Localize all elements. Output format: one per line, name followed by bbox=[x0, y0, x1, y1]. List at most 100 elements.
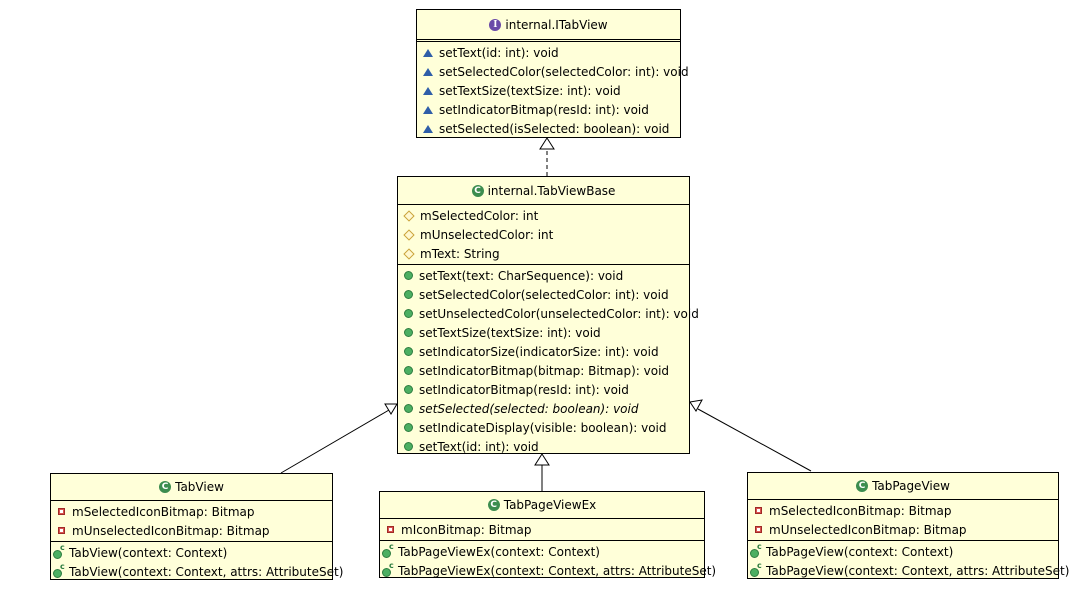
method-signature: setIndicatorBitmap(resId: int): void bbox=[419, 382, 629, 397]
attribute-row[interactable]: mText: String bbox=[398, 244, 689, 263]
attribute-signature: mUnselectedIconBitmap: Bitmap bbox=[72, 523, 270, 538]
class-box-tabviewbase[interactable]: C internal.TabViewBase mSelectedColor: i… bbox=[397, 176, 699, 457]
protected-field-icon bbox=[403, 228, 415, 241]
attribute-signature: mSelectedIconBitmap: Bitmap bbox=[72, 504, 255, 519]
method-row[interactable]: setIndicatorSize(indicatorSize: int): vo… bbox=[398, 342, 689, 361]
private-field-icon bbox=[755, 526, 762, 533]
method-signature: setIndicatorSize(indicatorSize: int): vo… bbox=[419, 344, 659, 359]
attribute-row[interactable]: mIconBitmap: Bitmap bbox=[380, 520, 704, 539]
method-signature: TabPageView(context: Context) bbox=[766, 544, 954, 559]
attributes-section: mSelectedIconBitmap: Bitmap mUnselectedI… bbox=[51, 501, 332, 542]
realization-arrowhead bbox=[539, 137, 555, 150]
method-signature: setUnselectedColor(unselectedColor: int)… bbox=[419, 306, 699, 321]
method-row[interactable]: setText(text: CharSequence): void bbox=[398, 266, 689, 285]
attribute-row[interactable]: mSelectedColor: int bbox=[398, 206, 689, 225]
methods-section: setText(text: CharSequence): void setSel… bbox=[398, 265, 699, 457]
class-header: C internal.TabViewBase bbox=[398, 177, 689, 205]
class-name: TabPageViewEx bbox=[503, 498, 597, 512]
public-method-icon bbox=[404, 347, 413, 356]
constructor-row[interactable]: TabPageView(context: Context, attrs: Att… bbox=[748, 561, 1069, 580]
attributes-section: mIconBitmap: Bitmap bbox=[380, 519, 704, 541]
class-icon: C bbox=[159, 481, 172, 493]
method-signature: setText(id: int): void bbox=[419, 439, 539, 454]
method-row[interactable]: setTextSize(textSize: int): void bbox=[398, 323, 689, 342]
method-signature: setText(id: int): void bbox=[439, 45, 559, 60]
public-method-icon bbox=[404, 404, 413, 413]
class-name: internal.TabViewBase bbox=[487, 183, 616, 198]
method-signature: TabPageView(context: Context, attrs: Att… bbox=[766, 563, 1070, 578]
public-method-icon bbox=[404, 442, 413, 451]
private-field-icon bbox=[387, 526, 394, 533]
constructor-row[interactable]: TabView(context: Context, attrs: Attribu… bbox=[51, 562, 343, 581]
protected-field-icon bbox=[403, 247, 415, 260]
public-method-icon bbox=[404, 290, 413, 299]
attribute-signature: mUnselectedIconBitmap: Bitmap bbox=[769, 522, 967, 537]
constructor-row[interactable]: TabPageViewEx(context: Context) bbox=[380, 542, 704, 561]
method-row[interactable]: setTextSize(textSize: int): void bbox=[417, 81, 680, 100]
method-row[interactable]: setIndicatorBitmap(resId: int): void bbox=[398, 380, 689, 399]
abstract-method-icon bbox=[423, 105, 433, 114]
generalization-arrowhead-center bbox=[534, 453, 550, 466]
class-name: TabPageView bbox=[872, 479, 950, 493]
method-signature: setIndicatorBitmap(bitmap: Bitmap): void bbox=[419, 363, 670, 378]
class-box-tabpageview[interactable]: C TabPageView mSelectedIconBitmap: Bitma… bbox=[747, 472, 1069, 581]
constructor-icon bbox=[53, 543, 65, 559]
constructor-icon bbox=[382, 542, 394, 558]
attribute-row[interactable]: mSelectedIconBitmap: Bitmap bbox=[748, 501, 1058, 520]
method-signature: setTextSize(textSize: int): void bbox=[439, 83, 621, 98]
generalization-arrowhead-left bbox=[384, 403, 398, 415]
constructor-row[interactable]: TabView(context: Context) bbox=[51, 543, 332, 562]
attributes-section: mSelectedIconBitmap: Bitmap mUnselectedI… bbox=[748, 500, 1058, 541]
attribute-signature: mSelectedIconBitmap: Bitmap bbox=[769, 503, 952, 518]
class-header: C TabView bbox=[51, 474, 332, 501]
method-row[interactable]: setSelectedColor(selectedColor: int): vo… bbox=[398, 285, 689, 304]
public-method-icon bbox=[404, 309, 413, 318]
class-box-tabpageviewex[interactable]: C TabPageViewEx mIconBitmap: Bitmap TabP… bbox=[379, 491, 716, 580]
abstract-method-icon bbox=[423, 86, 433, 95]
methods-section: setText(id: int): void setSelectedColor(… bbox=[417, 42, 689, 139]
interface-icon: I bbox=[489, 18, 502, 31]
public-method-icon bbox=[404, 385, 413, 394]
class-header: I internal.ITabView bbox=[417, 10, 680, 42]
method-row[interactable]: setIndicatorBitmap(resId: int): void bbox=[417, 100, 680, 119]
method-row[interactable]: setSelected(isSelected: boolean): void bbox=[417, 119, 680, 138]
attribute-row[interactable]: mUnselectedIconBitmap: Bitmap bbox=[748, 520, 1058, 539]
method-signature: setText(text: CharSequence): void bbox=[419, 268, 624, 283]
method-signature: setTextSize(textSize: int): void bbox=[419, 325, 601, 340]
constructor-icon bbox=[750, 561, 762, 577]
method-signature: setSelectedColor(selectedColor: int): vo… bbox=[419, 287, 669, 302]
method-row[interactable]: setText(id: int): void bbox=[398, 437, 689, 456]
methods-section: TabPageView(context: Context) TabPageVie… bbox=[748, 541, 1069, 581]
protected-field-icon bbox=[403, 209, 415, 222]
attribute-signature: mSelectedColor: int bbox=[420, 208, 539, 223]
constructor-icon bbox=[750, 542, 762, 558]
method-row-abstract[interactable]: setSelected(selected: boolean): void bbox=[398, 399, 689, 418]
public-method-icon bbox=[404, 328, 413, 337]
method-signature: TabPageViewEx(context: Context, attrs: A… bbox=[398, 563, 717, 578]
class-name: TabView bbox=[175, 480, 224, 494]
private-field-icon bbox=[755, 507, 762, 514]
method-row[interactable]: setSelectedColor(selectedColor: int): vo… bbox=[417, 62, 689, 81]
attribute-row[interactable]: mSelectedIconBitmap: Bitmap bbox=[51, 502, 332, 521]
method-signature: setIndicatorBitmap(resId: int): void bbox=[439, 102, 649, 117]
public-method-icon bbox=[404, 366, 413, 375]
private-field-icon bbox=[58, 508, 65, 515]
attribute-row[interactable]: mUnselectedColor: int bbox=[398, 225, 689, 244]
class-box-itabview[interactable]: I internal.ITabView setText(id: int): vo… bbox=[416, 9, 689, 139]
attribute-row[interactable]: mUnselectedIconBitmap: Bitmap bbox=[51, 521, 332, 540]
method-signature: setSelected(isSelected: boolean): void bbox=[439, 121, 670, 136]
method-row[interactable]: setIndicatorBitmap(bitmap: Bitmap): void bbox=[398, 361, 689, 380]
method-signature: TabView(context: Context, attrs: Attribu… bbox=[69, 564, 344, 579]
method-row[interactable]: setUnselectedColor(unselectedColor: int)… bbox=[398, 304, 699, 323]
generalization-line-tabview bbox=[280, 409, 390, 474]
method-row[interactable]: setIndicateDisplay(visible: boolean): vo… bbox=[398, 418, 689, 437]
method-signature: setSelectedColor(selectedColor: int): vo… bbox=[439, 64, 689, 79]
constructor-row[interactable]: TabPageViewEx(context: Context, attrs: A… bbox=[380, 561, 716, 580]
attribute-signature: mUnselectedColor: int bbox=[420, 227, 554, 242]
public-method-icon bbox=[404, 271, 413, 280]
class-header: C TabPageView bbox=[748, 473, 1058, 500]
constructor-row[interactable]: TabPageView(context: Context) bbox=[748, 542, 1058, 561]
class-box-tabview[interactable]: C TabView mSelectedIconBitmap: Bitmap mU… bbox=[50, 473, 343, 581]
method-row[interactable]: setText(id: int): void bbox=[417, 43, 680, 62]
